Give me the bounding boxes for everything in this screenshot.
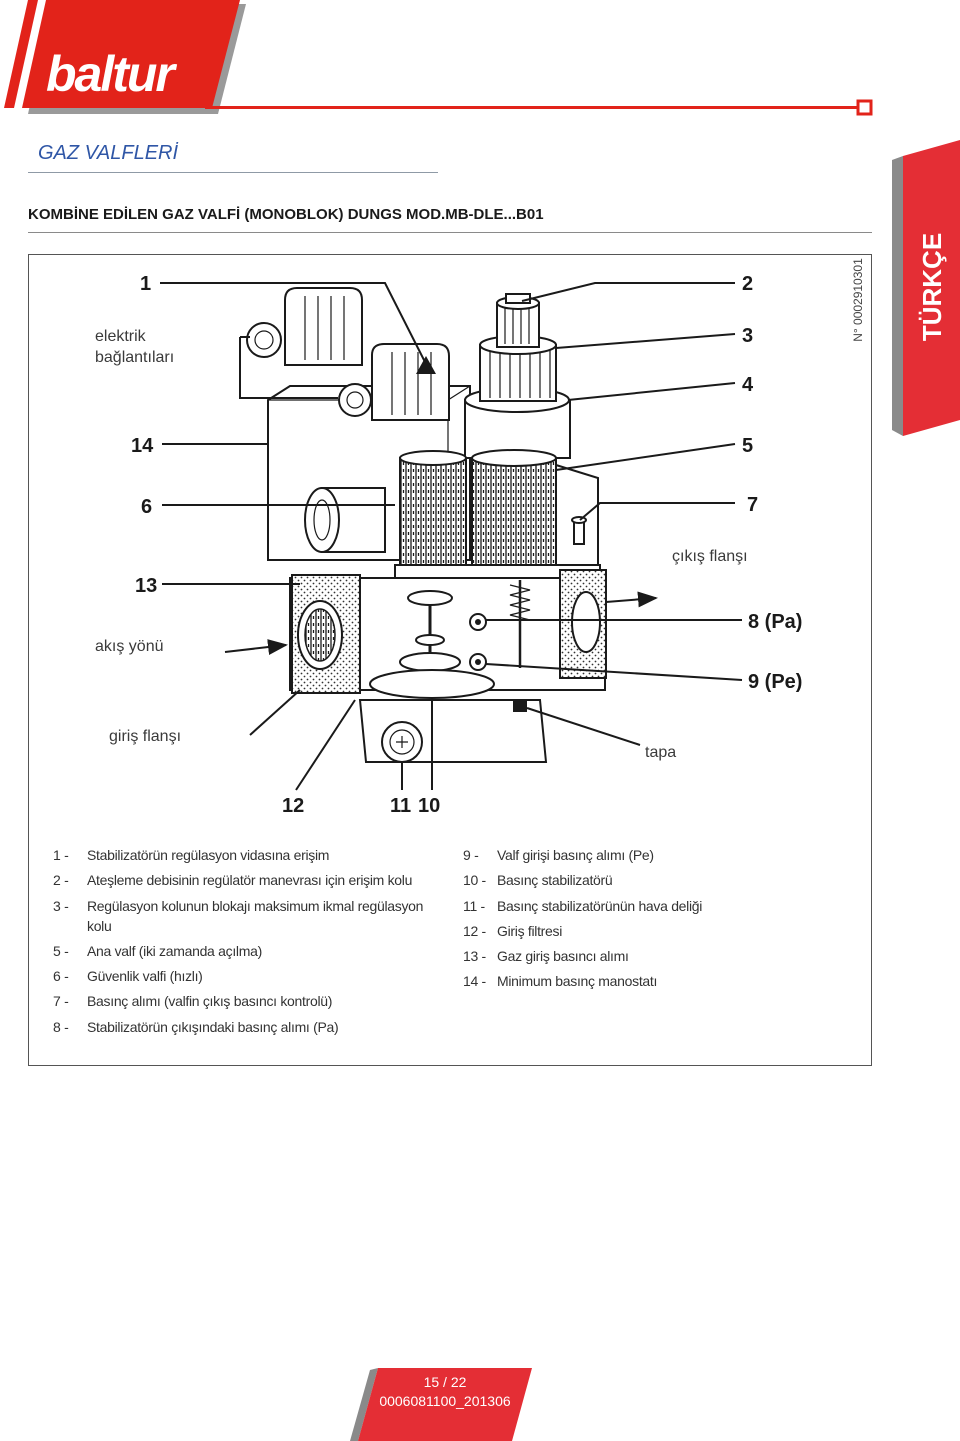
- document-code: 0006081100_201306: [379, 1393, 511, 1409]
- legend-text: Regülasyon kolunun blokajı maksimum ikma…: [87, 897, 424, 934]
- legend-text: Valf girişi basınç alımı (Pe): [497, 847, 654, 863]
- legend-text: Güvenlik valfi (hızlı): [87, 968, 203, 985]
- section-title: GAZ VALFLERİ: [38, 142, 179, 164]
- legend-number: 9 -: [463, 847, 479, 863]
- legend-text: Stabilizatörün regülasyon vidasına erişi…: [87, 847, 330, 863]
- legend-number: 2 -: [53, 872, 69, 889]
- section-title-rule: [28, 172, 438, 173]
- legend-item: 10 - Basınç stabilizatörü: [463, 870, 702, 890]
- legend-number: 7 -: [53, 993, 69, 1010]
- legend-right-column: 9 - Valf girişi basınç alımı (Pe) 10 - B…: [463, 845, 702, 997]
- language-tab-label: TÜRKÇE: [917, 232, 947, 342]
- legend-number: 8 -: [53, 1018, 69, 1035]
- legend-item: 9 - Valf girişi basınç alımı (Pe): [463, 845, 702, 865]
- legend-text: Basınç stabilizatörünün hava deliği: [497, 897, 703, 914]
- legend-number: 3 -: [53, 897, 69, 914]
- content-frame: [28, 254, 872, 1066]
- legend-item: 2 - Ateşleme debisinin regülatör manevra…: [53, 870, 423, 890]
- legend-number: 11 -: [463, 897, 485, 914]
- legend-text: Ana valf (iki zamanda açılma): [87, 942, 262, 959]
- legend-number: 5 -: [53, 942, 69, 959]
- legend-text: Basınç stabilizatörü: [497, 872, 613, 889]
- legend-left-column: 1 - Stabilizatörün regülasyon vidasına e…: [53, 845, 423, 1042]
- legend-item: 12 - Giriş filtresi: [463, 921, 702, 941]
- legend-text: Stabilizatörün çıkışındaki basınç alımı …: [87, 1018, 339, 1035]
- page-heading: KOMBİNE EDİLEN GAZ VALFİ (MONOBLOK) DUNG…: [28, 206, 544, 223]
- legend-item: 8 - Stabilizatörün çıkışındaki basınç al…: [53, 1017, 423, 1037]
- legend-item: 13 - Gaz giriş basıncı alımı: [463, 946, 702, 966]
- header-red-rule: [205, 106, 859, 109]
- legend-number: 14 -: [463, 973, 486, 990]
- legend-number: 10 -: [463, 872, 486, 889]
- heading-rule: [28, 232, 872, 233]
- legend-item: 3 - Regülasyon kolunun blokajı maksimum …: [53, 896, 423, 936]
- legend-number: 1 -: [53, 847, 69, 863]
- brand-logo-text: baltur: [46, 46, 175, 102]
- legend-text: Minimum basınç manostatı: [497, 973, 658, 990]
- legend-item: 1 - Stabilizatörün regülasyon vidasına e…: [53, 845, 423, 865]
- legend-text: Basınç alımı (valfin çıkış basıncı kontr…: [87, 993, 333, 1010]
- legend-item: 7 - Basınç alımı (valfin çıkış basıncı k…: [53, 991, 423, 1011]
- legend-item: 14 - Minimum basınç manostatı: [463, 971, 702, 991]
- legend-number: 13 -: [463, 948, 486, 965]
- logo-stripe: [4, 0, 38, 108]
- legend-text: Gaz giriş basıncı alımı: [497, 948, 629, 965]
- legend-number: 12 -: [463, 922, 486, 939]
- legend-text: Ateşleme debisinin regülatör manevrası i…: [87, 872, 413, 889]
- page-number: 15 / 22: [423, 1374, 467, 1390]
- legend-number: 6 -: [53, 968, 69, 985]
- language-tab-shadow: [892, 156, 903, 436]
- legend-item: 6 - Güvenlik valfi (hızlı): [53, 966, 423, 986]
- legend-item: 5 - Ana valf (iki zamanda açılma): [53, 941, 423, 961]
- legend-item: 11 - Basınç stabilizatörünün hava deliği: [463, 896, 702, 916]
- legend-text: Giriş filtresi: [497, 922, 563, 939]
- header-rule-end-square: [856, 99, 873, 116]
